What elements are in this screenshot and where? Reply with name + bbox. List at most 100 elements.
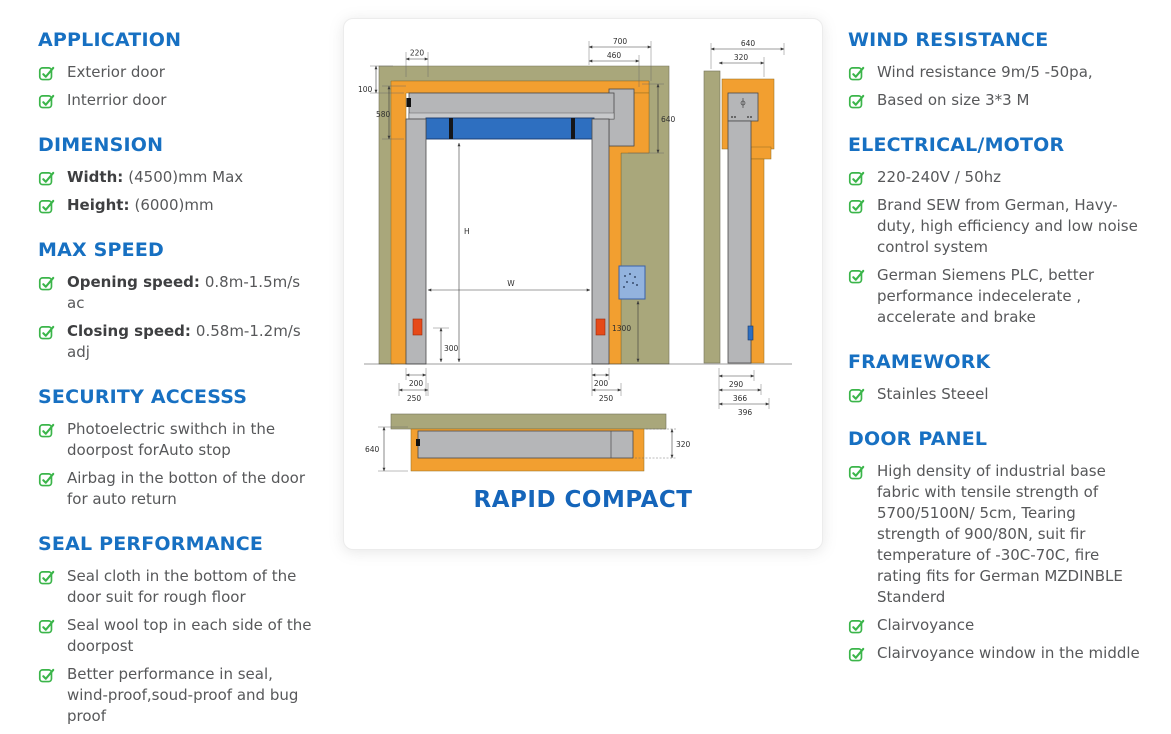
section-wind-resistance: WIND RESISTANCE Wind resistance 9m/5 -50… [848, 30, 1142, 111]
door-technical-drawing: 220 100 580 700 460 640 H W 300 [358, 37, 792, 472]
spec-text: Interrior door [67, 91, 167, 109]
dim-label: 100 [358, 85, 373, 94]
motor-mark [406, 98, 411, 107]
spec-text: Photoelectric swithch in the doorpost fo… [67, 420, 276, 459]
spec-item: Stainles Steeel [848, 384, 1142, 405]
check-icon [848, 465, 865, 480]
section-max-speed: MAX SPEED Opening speed:0.8m-1.5m/s ac C… [38, 240, 312, 363]
dim-label: 220 [410, 49, 425, 58]
check-icon [38, 325, 55, 340]
dim-label: 366 [733, 394, 748, 403]
drawing-card: 220 100 580 700 460 640 H W 300 [343, 18, 823, 550]
spec-item: German Siemens PLC, better performance i… [848, 265, 1142, 328]
check-icon [848, 171, 865, 186]
spec-text: Clairvoyance window in the middle [877, 644, 1140, 662]
dim-label: 320 [734, 53, 749, 62]
spec-item: Width:(4500)mm Max [38, 167, 312, 188]
side-handle [747, 325, 754, 341]
dim-label: 460 [607, 51, 622, 60]
diagram-caption: RAPID COMPACT [473, 487, 693, 513]
dim-label: 640 [741, 39, 756, 48]
check-icon [38, 199, 55, 214]
check-icon [848, 388, 865, 403]
dim-label: 640 [661, 115, 676, 124]
spec-text: Based on size 3*3 M [877, 91, 1030, 109]
section-heading: DOOR PANEL [848, 428, 988, 450]
right-specs-column: WIND RESISTANCE Wind resistance 9m/5 -50… [848, 30, 1142, 671]
roller-divider [449, 118, 453, 139]
top-header-bar [417, 430, 634, 459]
section-heading: FRAMEWORK [848, 351, 991, 373]
spec-text: Seal cloth in the bottom of the door sui… [67, 567, 297, 606]
spec-text: Brand SEW from German, Havy-duty, high e… [877, 196, 1138, 256]
check-icon [38, 619, 55, 634]
dim-label: 250 [407, 394, 422, 403]
spec-item: 220-240V / 50hz [848, 167, 1142, 188]
section-framework: FRAMEWORK Stainles Steeel [848, 352, 1142, 405]
section-application: APPLICATION Exterior door Interrior door [38, 30, 312, 111]
section-heading: DIMENSION [38, 134, 164, 156]
spec-text: Better performance in seal, wind-proof,s… [67, 665, 299, 725]
control-box [618, 265, 646, 300]
spec-text: Opening speed:0.8m-1.5m/s ac [67, 273, 301, 312]
check-icon [848, 94, 865, 109]
dim-label: W [507, 279, 515, 288]
spec-item: Wind resistance 9m/5 -50pa, [848, 62, 1142, 83]
dim-label: 300 [444, 344, 459, 353]
check-icon [38, 66, 55, 81]
spec-item: Height:(6000)mm [38, 195, 312, 216]
spec-item: Airbag in the botton of the door for aut… [38, 468, 312, 510]
spec-item: Better performance in seal, wind-proof,s… [38, 664, 312, 727]
check-icon [38, 668, 55, 683]
dim-label: 290 [729, 380, 744, 389]
section-electrical-motor: ELECTRICAL/MOTOR 220-240V / 50hz Brand S… [848, 135, 1142, 328]
dim-label: 396 [738, 408, 753, 417]
side-post [727, 120, 752, 364]
spec-item: Clairvoyance window in the middle [848, 643, 1142, 664]
spec-text: High density of industrial base fabric w… [877, 462, 1123, 606]
dim-label: H [464, 227, 470, 236]
spec-item: Seal wool top in each side of the doorpo… [38, 615, 312, 657]
section-heading: SECURITY ACCESSS [38, 386, 248, 408]
check-icon [848, 269, 865, 284]
spec-item: Based on size 3*3 M [848, 90, 1142, 111]
section-heading: WIND RESISTANCE [848, 29, 1049, 51]
spec-text: Airbag in the botton of the door for aut… [67, 469, 305, 508]
check-icon [38, 276, 55, 291]
top-view-dimensions: 640 320 [365, 426, 691, 472]
dim-label: 580 [376, 110, 391, 119]
side-motor-marks [731, 98, 752, 118]
spec-item: Photoelectric swithch in the doorpost fo… [38, 419, 312, 461]
check-icon [38, 423, 55, 438]
left-specs-column: APPLICATION Exterior door Interrior door… [38, 30, 312, 734]
check-icon [848, 66, 865, 81]
spec-item: Clairvoyance [848, 615, 1142, 636]
spec-item: Closing speed:0.58m-1.2m/s adj [38, 321, 312, 363]
check-icon [848, 647, 865, 662]
section-heading: ELECTRICAL/MOTOR [848, 134, 1065, 156]
section-seal-performance: SEAL PERFORMANCE Seal cloth in the botto… [38, 534, 312, 727]
spec-text: Width:(4500)mm Max [67, 168, 244, 186]
spec-text: Closing speed:0.58m-1.2m/s adj [67, 322, 301, 361]
spec-text: Clairvoyance [877, 616, 975, 634]
top-wall [390, 413, 667, 430]
spec-text: Height:(6000)mm [67, 196, 214, 214]
check-icon [38, 94, 55, 109]
spec-text: German Siemens PLC, better performance i… [877, 266, 1095, 326]
section-security-access: SECURITY ACCESSS Photoelectric swithch i… [38, 387, 312, 510]
check-icon [38, 171, 55, 186]
spec-text: 220-240V / 50hz [877, 168, 1001, 186]
photocell-left [412, 318, 423, 336]
check-icon [38, 472, 55, 487]
dim-label: 1300 [612, 324, 631, 333]
side-dimensions: 640 320 290 366 396 [710, 39, 785, 417]
spec-text: Wind resistance 9m/5 -50pa, [877, 63, 1093, 81]
dim-label: 320 [676, 440, 691, 449]
spec-item: Seal cloth in the bottom of the door sui… [38, 566, 312, 608]
spec-item: Exterior door [38, 62, 312, 83]
dim-label: 250 [599, 394, 614, 403]
dim-label: 640 [365, 445, 380, 454]
spec-text: Stainles Steeel [877, 385, 989, 403]
dim-label: 200 [409, 379, 424, 388]
spec-item: Opening speed:0.8m-1.5m/s ac [38, 272, 312, 314]
